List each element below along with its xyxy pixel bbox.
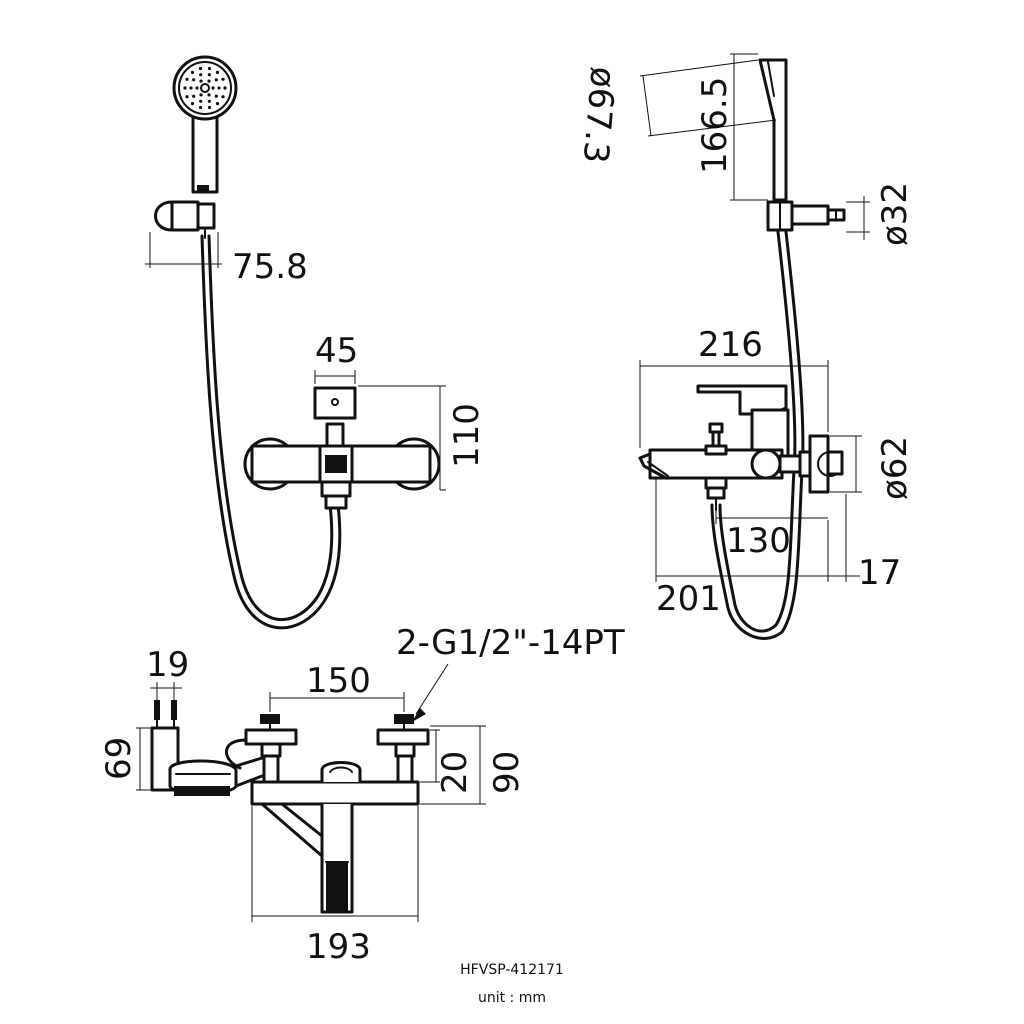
- dim-label-62: ø62: [875, 436, 915, 500]
- model-number: HFVSP-412171: [460, 962, 564, 978]
- dim-label-17: 17: [858, 553, 901, 593]
- dim-label-20: 20: [435, 751, 475, 794]
- thread-label: 2-G1/2"-14PT: [396, 623, 625, 663]
- hand-shower-head-front: [154, 55, 238, 239]
- nozzle-dot: [221, 77, 225, 81]
- dim-20: 20: [420, 729, 475, 794]
- dim-75-8: 75.8: [145, 232, 308, 287]
- top-view: 2-G1/2"-14PT 150: [99, 623, 625, 967]
- nozzle-dot: [190, 70, 195, 74]
- dim-label-201: 201: [656, 579, 721, 619]
- nozzle-dot: [199, 93, 203, 97]
- dim-62: ø62: [830, 435, 915, 500]
- dim-label-75-8: 75.8: [232, 247, 308, 287]
- nozzle-dot: [183, 86, 187, 90]
- nozzle-dot: [185, 95, 189, 99]
- nozzle-dot: [207, 73, 211, 77]
- dim-90: 90: [420, 725, 527, 805]
- nozzle-dot: [189, 86, 193, 90]
- side-view: ø67.3 166.5 ø32: [575, 53, 915, 640]
- nozzle-dot: [190, 102, 195, 106]
- mixer-body-front: [243, 386, 441, 510]
- dim-label-45: 45: [315, 331, 358, 371]
- mixer-body-side: [638, 384, 844, 511]
- dim-label-110: 110: [447, 403, 487, 468]
- nozzle-dot: [195, 86, 199, 90]
- nozzle-dot: [223, 86, 227, 90]
- nozzle-dot: [214, 94, 218, 98]
- dim-label-67-3: ø67.3: [575, 65, 623, 165]
- dim-label-166-5: 166.5: [695, 77, 735, 174]
- dim-label-19: 19: [146, 645, 189, 685]
- nozzle-dot: [207, 66, 212, 71]
- nozzle-dot: [199, 99, 203, 103]
- shower-hose-front: [200, 234, 342, 630]
- nozzle-dot: [215, 102, 220, 106]
- dim-67-3: ø67.3: [575, 59, 777, 165]
- dim-45: 45: [314, 331, 358, 384]
- nozzle-dot: [215, 70, 220, 74]
- nozzle-dot: [198, 105, 203, 110]
- dim-label-69: 69: [99, 737, 139, 780]
- nozzle-dot: [221, 95, 225, 99]
- dim-130: 130: [715, 508, 828, 561]
- dim-label-130: 130: [726, 521, 791, 561]
- dim-label-193: 193: [306, 927, 371, 967]
- dim-label-216: 216: [698, 325, 763, 365]
- nozzle-dot: [214, 78, 218, 82]
- dim-216: 216: [639, 325, 829, 448]
- nozzle-dot: [207, 93, 211, 97]
- dim-166-5: 166.5: [695, 53, 768, 201]
- thread-callout: 2-G1/2"-14PT: [396, 623, 625, 722]
- hand-shower-top: [150, 700, 264, 796]
- dim-110: 110: [358, 385, 487, 491]
- dim-69: 69: [99, 727, 152, 791]
- dim-193: 193: [251, 806, 419, 967]
- nozzle-dot: [207, 99, 211, 103]
- dim-201-17: 201 17: [655, 478, 901, 619]
- nozzle-dot: [217, 86, 221, 90]
- dim-label-90: 90: [487, 751, 527, 794]
- front-view: 75.8 45 110: [145, 55, 487, 630]
- nozzle-dot: [199, 73, 203, 77]
- nozzle-dot: [199, 79, 203, 83]
- hand-shower-side: [758, 58, 846, 232]
- nozzle-dot: [185, 77, 189, 81]
- nozzle-dot: [192, 94, 196, 98]
- mixer-body-top: [225, 738, 420, 914]
- nozzle-dot: [198, 66, 203, 71]
- dim-19: 19: [146, 645, 189, 700]
- dim-label-150: 150: [306, 661, 371, 701]
- nozzle-dot: [192, 78, 196, 82]
- eccentrics-top: [244, 714, 430, 784]
- dim-150: 150: [269, 661, 405, 712]
- unit-label: unit : mm: [478, 990, 546, 1006]
- dim-label-32: ø32: [875, 182, 915, 246]
- nozzle-dot: [211, 86, 215, 90]
- dim-32: ø32: [846, 182, 915, 246]
- nozzle-dot: [207, 79, 211, 83]
- shower-hose-side: [718, 230, 797, 633]
- nozzle-dot: [207, 105, 212, 110]
